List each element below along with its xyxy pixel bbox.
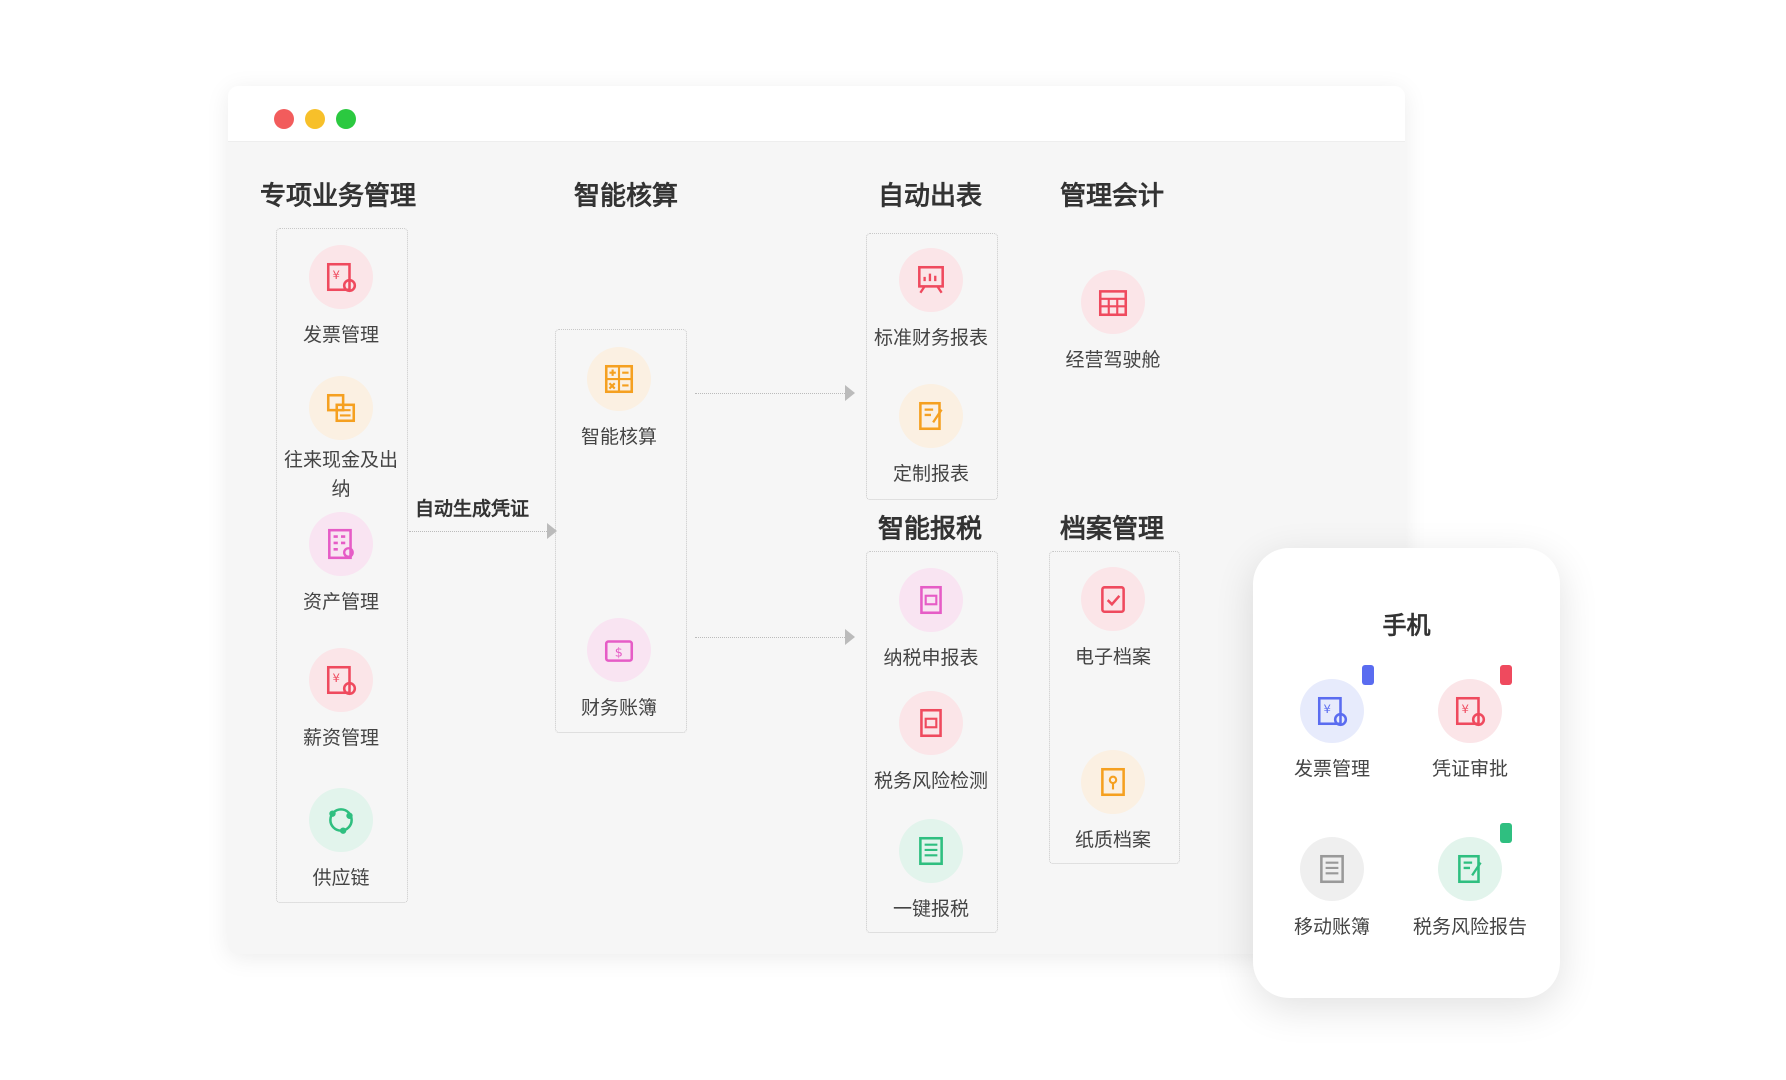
- section-heading-special: 专项业务管理: [260, 181, 417, 212]
- section-heading-accounting: 智能核算: [574, 181, 679, 212]
- module-label: 往来现金及出纳: [283, 449, 398, 500]
- svg-text:$: $: [615, 645, 623, 660]
- module-label: 财务账簿: [580, 697, 657, 719]
- phone-badge-icon: [1500, 665, 1512, 685]
- module-calc[interactable]: 智能核算: [549, 347, 689, 452]
- module-label: 一键报税: [892, 898, 969, 920]
- module-label: 供应链: [312, 867, 370, 889]
- close-button[interactable]: [274, 109, 294, 129]
- flow-arrow: [695, 629, 855, 645]
- mobile-item-label: 移动账簿: [1293, 916, 1370, 938]
- svg-text:¥: ¥: [333, 671, 340, 685]
- module-label: 资产管理: [302, 591, 379, 613]
- module-label: 发票管理: [302, 324, 379, 346]
- one-click-icon: [899, 819, 963, 883]
- module-salary[interactable]: ¥ 薪资管理: [271, 648, 411, 753]
- salary-icon: ¥: [309, 648, 373, 712]
- tax-risk-icon: [899, 691, 963, 755]
- cockpit-icon: [1081, 270, 1145, 334]
- paper-archive-icon: [1081, 750, 1145, 814]
- mobile-item-label: 凭证审批: [1431, 758, 1508, 780]
- auto-voucher-label: 自动生成凭证: [415, 498, 530, 520]
- mobile-item-label: 发票管理: [1293, 758, 1370, 780]
- module-e-archive[interactable]: 电子档案: [1043, 567, 1183, 672]
- phone-badge-icon: [1362, 665, 1374, 685]
- module-label: 纳税申报表: [883, 647, 979, 669]
- maximize-button[interactable]: [336, 109, 356, 129]
- title-bar: [228, 86, 1405, 142]
- module-label: 纸质档案: [1074, 829, 1151, 851]
- desktop-window: 专项业务管理智能核算自动出表管理会计智能报税档案管理自动生成凭证¥发票管理往来现…: [228, 86, 1405, 954]
- module-cockpit[interactable]: 经营驾驶舱: [1043, 270, 1183, 375]
- group-box: [1049, 551, 1180, 864]
- std-report-icon: [899, 248, 963, 312]
- module-asset[interactable]: 资产管理: [271, 512, 411, 617]
- mobile-invoice[interactable]: ¥ 发票管理: [1262, 665, 1402, 784]
- svg-text:¥: ¥: [1324, 702, 1331, 716]
- mobile-books[interactable]: 移动账簿: [1262, 837, 1402, 942]
- module-label: 标准财务报表: [873, 327, 988, 349]
- module-custom-report[interactable]: 定制报表: [861, 384, 1001, 489]
- module-label: 经营驾驶舱: [1065, 349, 1161, 371]
- custom-report-icon: [899, 384, 963, 448]
- minimize-button[interactable]: [305, 109, 325, 129]
- svg-text:¥: ¥: [1462, 702, 1469, 716]
- group-box: [866, 233, 998, 500]
- tax-return-icon: [899, 568, 963, 632]
- calc-icon: [587, 347, 651, 411]
- module-label: 薪资管理: [302, 727, 379, 749]
- mobile-voucher[interactable]: ¥ 凭证审批: [1400, 665, 1540, 784]
- section-heading-tax: 智能报税: [878, 514, 983, 545]
- module-tax-return[interactable]: 纳税申报表: [861, 568, 1001, 673]
- module-paper-archive[interactable]: 纸质档案: [1043, 750, 1183, 855]
- cash-icon: [309, 376, 373, 440]
- flow-arrow: [409, 523, 557, 539]
- mobile-voucher-icon: ¥: [1438, 665, 1512, 743]
- books-icon: $: [587, 618, 651, 682]
- module-label: 智能核算: [580, 426, 657, 448]
- module-tax-risk[interactable]: 税务风险检测: [861, 691, 1001, 796]
- phone-badge-icon: [1500, 823, 1512, 843]
- group-box: [276, 228, 408, 903]
- module-supply[interactable]: 供应链: [271, 788, 411, 893]
- supply-icon: [309, 788, 373, 852]
- section-heading-mgmt: 管理会计: [1060, 181, 1165, 212]
- mobile-item-label: 税务风险报告: [1412, 916, 1527, 938]
- mobile-card: 手机 ¥ 发票管理 ¥ 凭证审批移动账簿 税务风险报告: [1253, 548, 1560, 998]
- module-label: 定制报表: [892, 463, 969, 485]
- module-one-click[interactable]: 一键报税: [861, 819, 1001, 924]
- mobile-books-icon: [1300, 837, 1364, 901]
- section-heading-reports: 自动出表: [878, 181, 983, 212]
- group-box: [866, 551, 998, 933]
- e-archive-icon: [1081, 567, 1145, 631]
- section-heading-archive: 档案管理: [1060, 514, 1165, 545]
- invoice-icon: ¥: [309, 245, 373, 309]
- asset-icon: [309, 512, 373, 576]
- mobile-risk-report-icon: [1438, 823, 1512, 901]
- module-invoice[interactable]: ¥ 发票管理: [271, 245, 411, 350]
- mobile-risk-report[interactable]: 税务风险报告: [1400, 823, 1540, 942]
- module-label: 税务风险检测: [873, 770, 988, 792]
- mobile-invoice-icon: ¥: [1300, 665, 1374, 743]
- module-std-report[interactable]: 标准财务报表: [861, 248, 1001, 353]
- svg-text:¥: ¥: [333, 268, 340, 282]
- flow-arrow: [695, 385, 855, 401]
- mobile-title: 手机: [1382, 611, 1431, 640]
- module-books[interactable]: $ 财务账簿: [549, 618, 689, 723]
- module-cash[interactable]: 往来现金及出纳: [271, 376, 411, 504]
- module-label: 电子档案: [1074, 646, 1151, 668]
